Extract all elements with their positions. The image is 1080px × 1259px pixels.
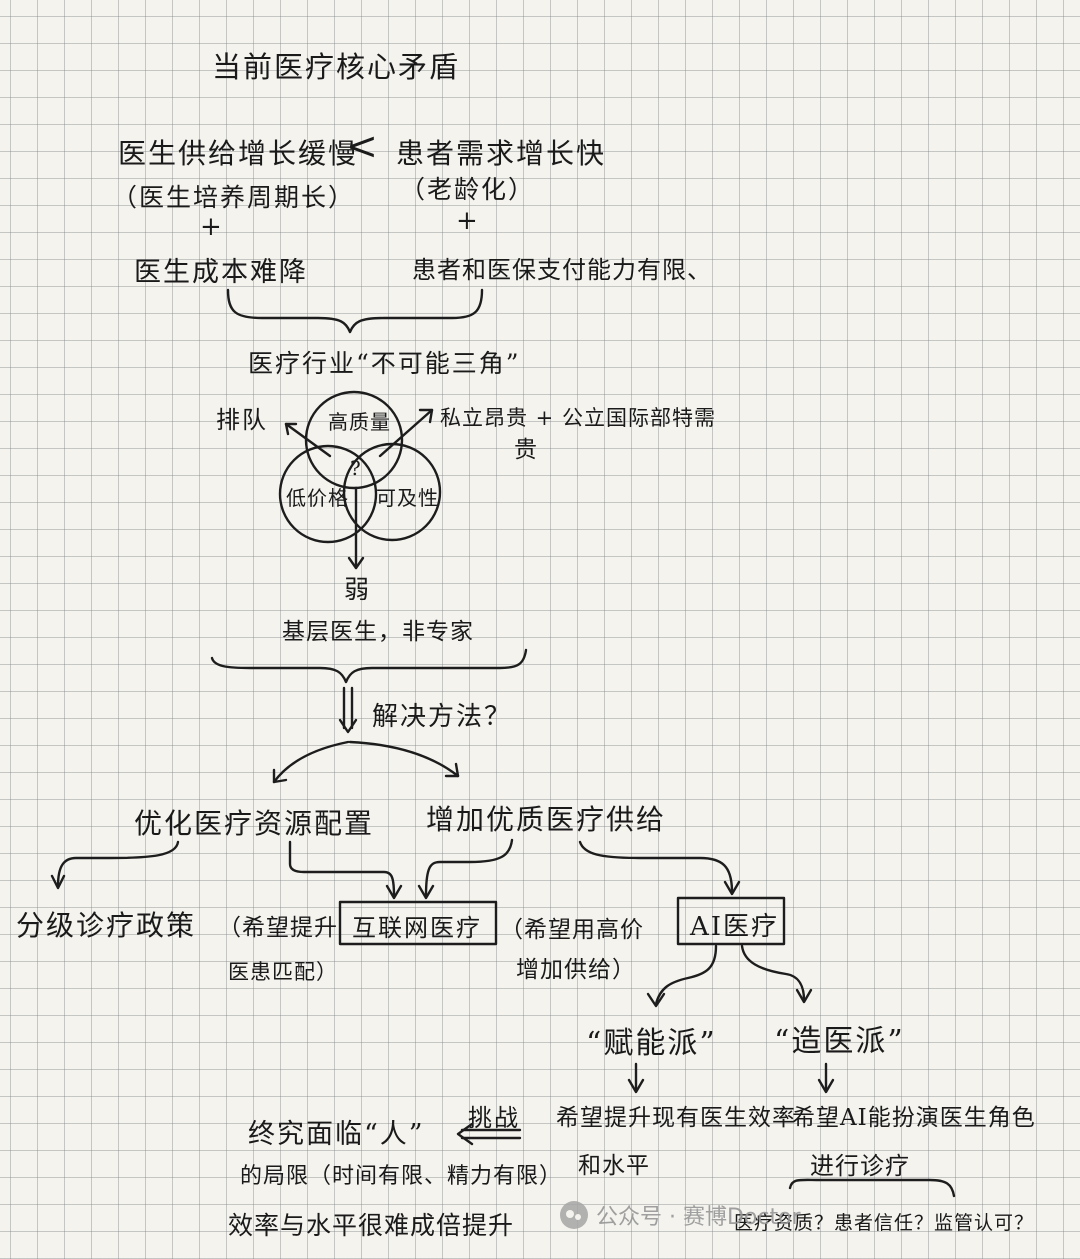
arrow-queue-line bbox=[284, 422, 332, 458]
demand-line1: 患者需求增长快 bbox=[396, 137, 607, 170]
venn-circle-left bbox=[278, 444, 378, 544]
watermark-label: 公众号 · 赛博Doctor bbox=[596, 1205, 801, 1230]
limit-line3: 效率与水平很难成倍提升 bbox=[228, 1211, 515, 1240]
wechat-icon bbox=[560, 1201, 588, 1229]
grassroots-label: 基层医生，非专家 bbox=[282, 619, 474, 645]
supply-line2: （医生培养周期长） bbox=[112, 183, 356, 212]
expensive-label-2: 贵 bbox=[514, 437, 539, 463]
venn-center-question: ? bbox=[350, 456, 363, 480]
challenge-label: 挑战 bbox=[468, 1104, 520, 1132]
compare-sign: < bbox=[346, 124, 380, 168]
arrow-ai-create bbox=[740, 944, 806, 1002]
internet-right-note-1: （希望用高价 bbox=[500, 917, 644, 943]
internet-left-note-2: 医患匹配） bbox=[228, 960, 338, 984]
limit-line1: 终究面临“人” bbox=[248, 1119, 425, 1150]
demand-line2: （老龄化） bbox=[400, 175, 536, 204]
supply-line1: 医生供给增长缓慢 bbox=[118, 137, 359, 170]
arrow-to-tiered bbox=[56, 840, 180, 888]
queue-label: 排队 bbox=[216, 406, 268, 434]
internet-left-note-1: （希望提升 bbox=[218, 915, 338, 941]
create-label: “造医派” bbox=[774, 1024, 905, 1059]
create-bracket bbox=[788, 1178, 956, 1198]
internet-box bbox=[338, 900, 498, 946]
arrow-opt-internet bbox=[288, 840, 396, 898]
empower-desc-2: 和水平 bbox=[578, 1153, 650, 1179]
venn-label-right: 可及性 bbox=[376, 486, 439, 510]
arrow-inc-internet bbox=[424, 838, 514, 898]
ai-box bbox=[676, 896, 786, 946]
create-desc: 希望AI能扮演医生角色 bbox=[792, 1105, 1036, 1131]
tiered-policy-label: 分级诊疗政策 bbox=[16, 909, 197, 942]
impossible-triangle-heading: 医疗行业“不可能三角” bbox=[248, 349, 521, 378]
supply-line3: 医生成本难降 bbox=[134, 257, 308, 288]
arrow-queue-head bbox=[284, 422, 298, 436]
venn-label-left: 低价格 bbox=[286, 486, 349, 510]
demand-plus: + bbox=[456, 206, 480, 236]
arrow-inc-ai bbox=[578, 840, 734, 894]
optimize-label: 优化医疗资源配置 bbox=[134, 807, 375, 840]
limit-line2: 的局限（时间有限、精力有限） bbox=[240, 1164, 563, 1189]
page-title: 当前医疗核心矛盾 bbox=[212, 50, 461, 84]
weak-label: 弱 bbox=[344, 575, 372, 604]
demand-line3: 患者和医保支付能力有限、 bbox=[412, 256, 712, 284]
empower-label: “赋能派” bbox=[586, 1026, 717, 1061]
increase-label: 增加优质医疗供给 bbox=[426, 803, 667, 836]
supply-plus: + bbox=[200, 212, 224, 242]
watermark: 公众号 · 赛博Doctor bbox=[560, 1198, 801, 1232]
empower-desc: 希望提升现有医生效率 bbox=[556, 1105, 796, 1131]
top-brace bbox=[226, 288, 484, 334]
arrow-expensive-line bbox=[378, 408, 434, 458]
venn-label-top: 高质量 bbox=[328, 410, 391, 434]
arrow-left-branch bbox=[272, 740, 350, 784]
arrow-right-branch bbox=[348, 740, 460, 778]
internet-box-label: 互联网医疗 bbox=[352, 914, 482, 942]
create-questions: 医疗资质？患者信任？监管认可？ bbox=[734, 1212, 1035, 1234]
arrow-ai-empower bbox=[654, 944, 718, 1006]
solution-heading: 解决方法？ bbox=[372, 702, 513, 732]
arrow-expensive-head bbox=[418, 408, 434, 424]
create-desc-2: 进行诊疗 bbox=[810, 1152, 910, 1180]
arrow-weak-head bbox=[347, 556, 365, 570]
expensive-label: 私立昂贵 + 公立国际部特需 bbox=[440, 406, 716, 430]
ai-box-label: AI医疗 bbox=[690, 912, 780, 942]
internet-right-note-2: 增加供给） bbox=[516, 957, 636, 983]
middle-brace bbox=[210, 648, 528, 684]
